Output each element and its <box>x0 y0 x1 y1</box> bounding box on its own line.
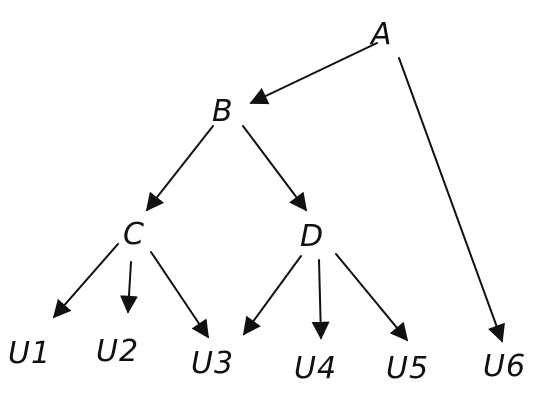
edges-layer <box>52 42 505 343</box>
edge-d-to-u3 <box>242 255 302 336</box>
edge-c-to-u2 <box>119 261 138 314</box>
node-u1: U1 <box>8 336 51 371</box>
node-u6: U6 <box>483 349 526 384</box>
node-u5: U5 <box>386 351 429 386</box>
edge-c-to-u1 <box>52 243 119 319</box>
edge-b-to-c <box>145 125 214 212</box>
edge-a-to-u6 <box>398 57 505 343</box>
nodes-layer: A B C D U1 U2 U3 U4 U5 U6 <box>8 17 526 386</box>
node-d: D <box>300 219 324 254</box>
edge-c-to-u3 <box>150 251 210 339</box>
node-u4: U4 <box>294 351 337 386</box>
node-b: B <box>212 94 234 129</box>
node-c: C <box>123 217 145 252</box>
edge-a-to-b <box>249 42 378 105</box>
edge-d-to-u5 <box>335 253 409 342</box>
node-u2: U2 <box>96 334 139 369</box>
edge-d-to-u4 <box>311 259 330 340</box>
node-u3: U3 <box>191 346 234 381</box>
edge-b-to-d <box>242 125 308 212</box>
node-a: A <box>369 17 393 52</box>
